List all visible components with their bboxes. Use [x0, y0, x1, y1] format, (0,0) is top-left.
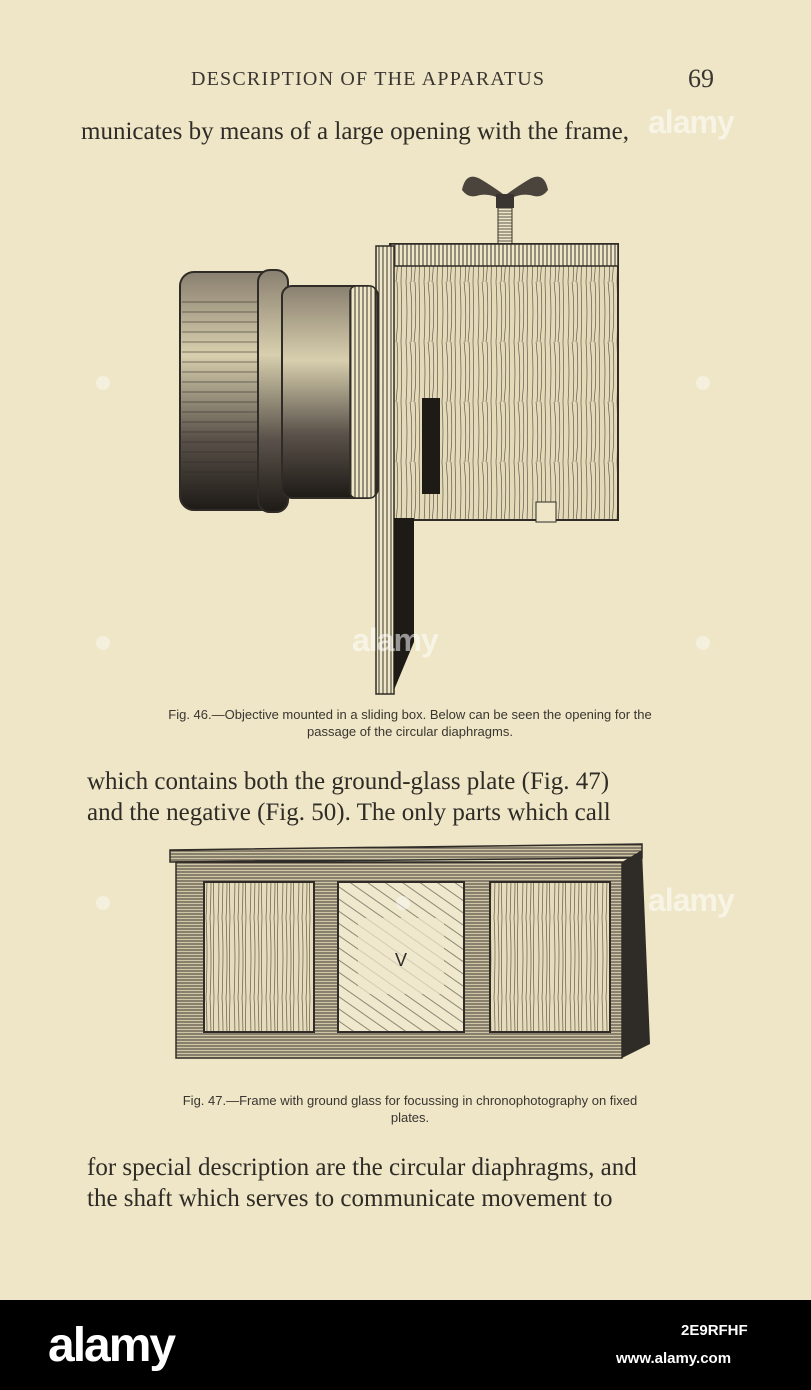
fig47-caption: Fig. 47.—Frame with ground glass for foc…: [86, 1092, 734, 1126]
running-head: DESCRIPTION OF THE APPARATUS: [191, 68, 546, 90]
paragraph-2-line: and the negative (Fig. 50). The only par…: [87, 799, 611, 826]
fig47-caption-line: Fig. 47.—Frame with ground glass for foc…: [182, 1093, 638, 1108]
site-url: www.alamy.com: [616, 1350, 732, 1367]
watermark-dot-icon: [96, 896, 110, 910]
wing-nut-icon: [462, 176, 548, 245]
watermark-dot-icon: [396, 896, 410, 910]
fig47-illustration: V: [169, 843, 650, 1059]
paragraph-3-line: for special description are the circular…: [87, 1154, 637, 1181]
fig47-caption-line: plates.: [390, 1110, 430, 1125]
fig46-illustration: [179, 176, 619, 695]
page-number: 69: [688, 64, 714, 93]
alamy-logo: alamy: [48, 1319, 176, 1372]
page-header: DESCRIPTION OF THE APPARATUS 69: [0, 64, 811, 96]
watermark-dot-icon: [696, 636, 710, 650]
paragraph-2-line: which contains both the ground-glass pla…: [87, 768, 610, 795]
paragraph-1-line: municates by means of a large opening wi…: [81, 118, 629, 145]
fig46-caption: Fig. 46.—Objective mounted in a sliding …: [86, 706, 734, 740]
watermark-text: alamy: [352, 622, 439, 658]
glass-pane-label: V: [395, 950, 407, 970]
stock-footer-bar: alamy 2E9RFHF www.alamy.com: [0, 1300, 811, 1390]
fig46-caption-line: Fig. 46.—Objective mounted in a sliding …: [168, 707, 652, 722]
watermark-dot-icon: [696, 376, 710, 390]
image-id: 2E9RFHF: [681, 1322, 748, 1339]
watermark-text: alamy: [648, 882, 735, 918]
paragraph-3-line: the shaft which serves to communicate mo…: [87, 1185, 613, 1212]
book-page: DESCRIPTION OF THE APPARATUS 69 municate…: [0, 0, 811, 1300]
fig46-caption-line: passage of the circular diaphragms.: [307, 724, 513, 739]
watermark-dot-icon: [96, 636, 110, 650]
watermark-dot-icon: [96, 376, 110, 390]
watermark-text: alamy: [648, 104, 735, 140]
